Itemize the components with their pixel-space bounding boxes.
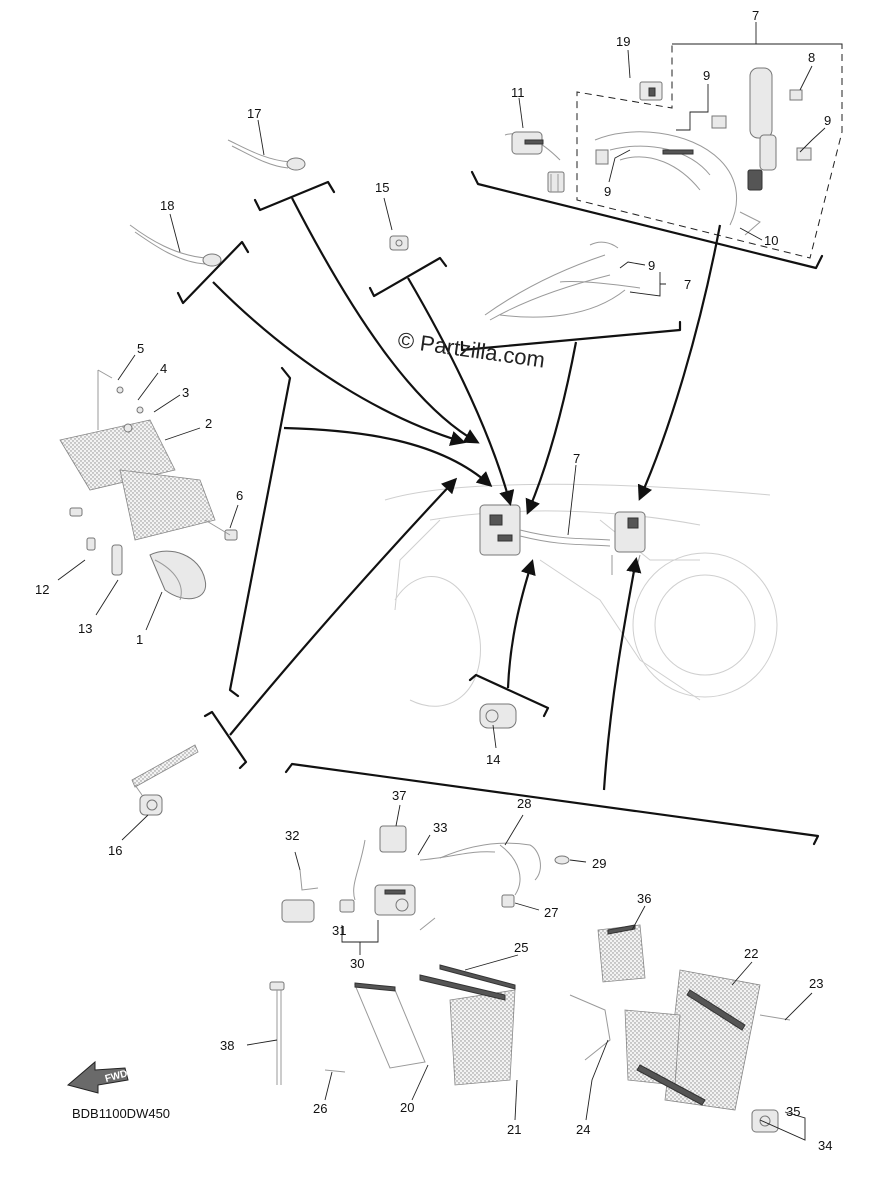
callout-22: 22 [744,946,758,961]
callout-18: 18 [160,198,174,213]
callout-7-top: 7 [752,8,759,23]
callout-20: 20 [400,1100,414,1115]
callout-2: 2 [205,416,212,431]
callout-35: 35 [786,1104,800,1119]
part-18-sketch [129,224,222,267]
motorcycle-outline [384,483,778,707]
callout-6: 6 [236,488,243,503]
callout-30: 30 [350,956,364,971]
part-16-sketch [131,744,199,816]
forward-direction-arrow: FWD [66,1060,129,1094]
leader-lines [57,49,826,1141]
ecu-cluster-sketch [59,369,238,601]
diagram-code: BDB1100DW450 [72,1106,170,1121]
callout-5: 5 [137,341,144,356]
callout-14: 14 [486,752,500,767]
callout-11: 11 [511,85,525,100]
callout-17: 17 [247,106,261,121]
callout-33: 33 [433,820,447,835]
callout-9-mid: 9 [648,258,655,273]
callout-29: 29 [592,856,606,871]
callout-3: 3 [182,385,189,400]
callout-27: 27 [544,905,558,920]
callout-34: 34 [818,1138,832,1153]
part-19-sketch [639,81,663,101]
callout-9-a: 9 [703,68,710,83]
part-17-sketch [227,139,306,171]
reference-brackets [176,170,824,846]
part-14-sketch [479,703,517,729]
callout-labels: 1 2 3 4 5 6 7 7 7 8 9 9 9 9 10 11 12 13 … [35,8,832,1153]
callout-8: 8 [808,50,815,65]
battery-box-group-sketch [269,825,791,1133]
callout-15: 15 [375,180,389,195]
callout-31: 31 [332,923,346,938]
callout-12: 12 [35,582,49,597]
callout-1: 1 [136,632,143,647]
callout-24: 24 [576,1122,590,1137]
callout-16: 16 [108,843,122,858]
callout-7-mid: 7 [684,277,691,292]
central-harness-sketch [479,504,646,575]
callout-19: 19 [616,34,630,49]
callout-13: 13 [78,621,92,636]
callout-7-center: 7 [573,451,580,466]
callout-37: 37 [392,788,406,803]
callout-9-b: 9 [824,113,831,128]
callout-26: 26 [313,1101,327,1116]
part-7-sub-harness-sketch [484,241,641,321]
callout-25: 25 [514,940,528,955]
callout-32: 32 [285,828,299,843]
wire-harness-assembly-group [576,22,843,259]
callout-21: 21 [507,1122,521,1137]
callout-9-c: 9 [604,184,611,199]
callout-38: 38 [220,1038,234,1053]
callout-23: 23 [809,976,823,991]
callout-28: 28 [517,796,531,811]
callout-36: 36 [637,891,651,906]
part-11-sketch [504,131,565,193]
watermark-text: © Partzilla.com [396,327,546,372]
callout-10: 10 [764,233,778,248]
callout-4: 4 [160,361,167,376]
part-15-sketch [389,235,409,251]
